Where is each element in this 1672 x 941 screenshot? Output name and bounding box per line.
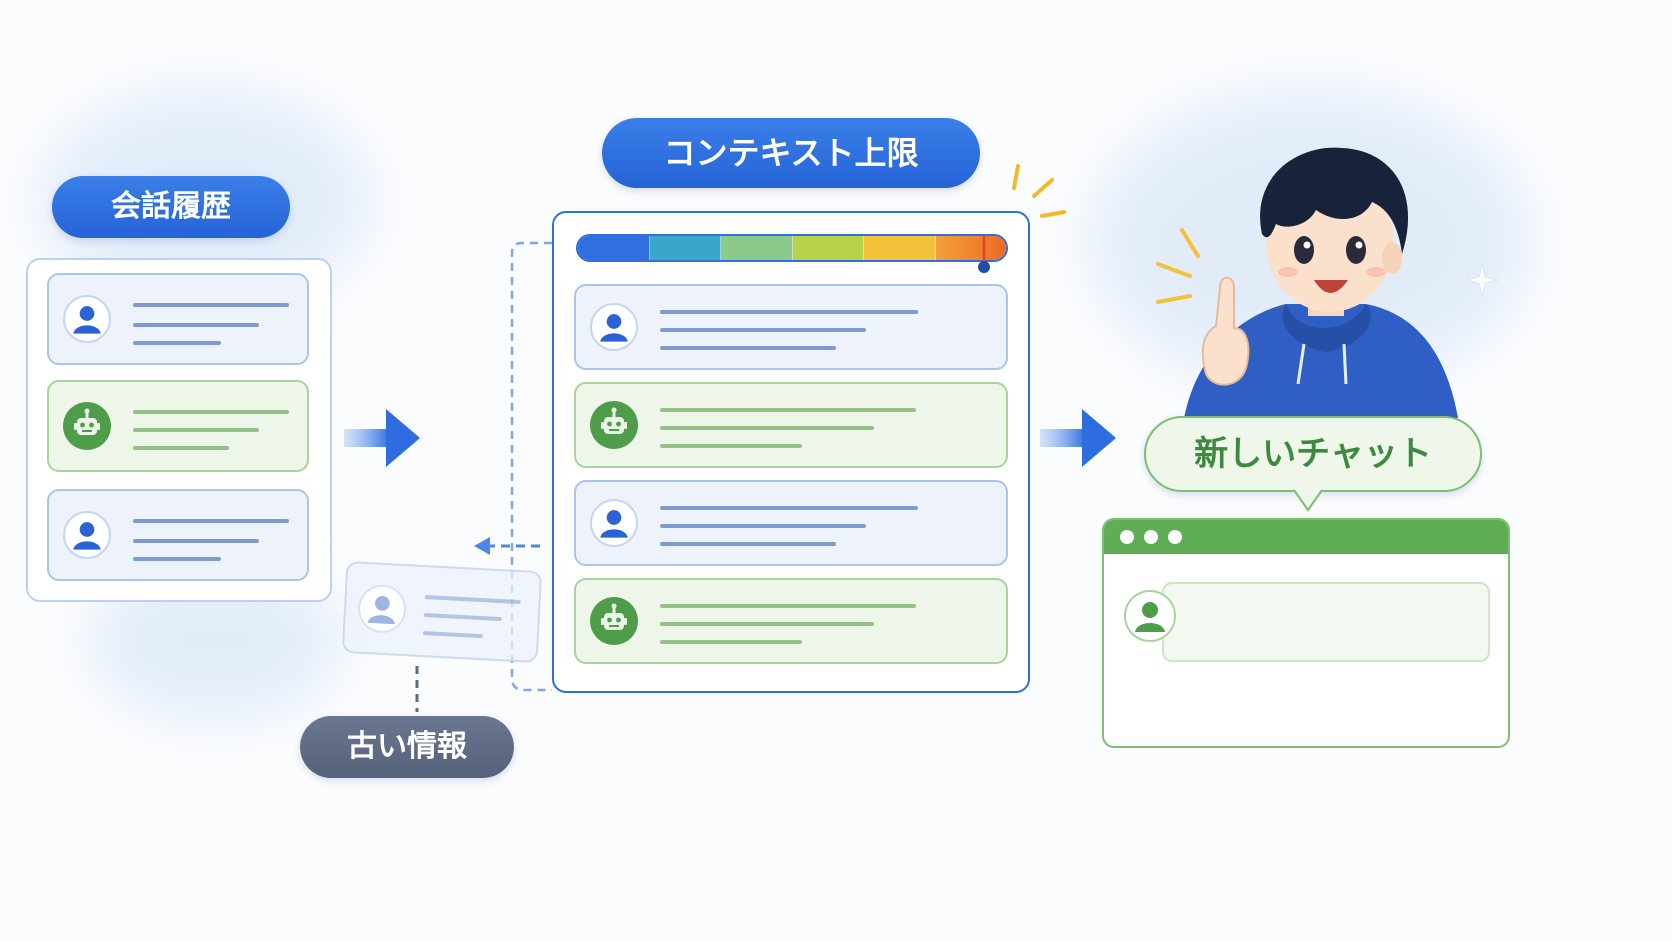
dashed-connector xyxy=(415,666,419,712)
context-card-user-2 xyxy=(574,480,1008,566)
new-chat-label: 新しいチャット xyxy=(1194,434,1432,474)
arrow-right-icon xyxy=(344,409,420,467)
message-line xyxy=(133,341,221,345)
message-line xyxy=(660,506,918,510)
message-line xyxy=(660,640,802,644)
sparkle-icon xyxy=(1465,263,1499,297)
message-line xyxy=(660,524,866,528)
message-line xyxy=(423,613,502,622)
message-line xyxy=(133,303,289,307)
message-line xyxy=(133,557,221,561)
window-titlebar xyxy=(1104,520,1508,554)
message-line xyxy=(133,428,259,432)
robot-avatar-icon xyxy=(590,401,638,449)
message-line xyxy=(133,519,289,523)
robot-avatar-icon xyxy=(63,402,111,450)
history-title-pill: 会話履歴 xyxy=(52,176,290,238)
history-title: 会話履歴 xyxy=(111,189,231,224)
context-meter xyxy=(576,234,1008,262)
message-line xyxy=(660,604,916,608)
arrow-right-icon xyxy=(1040,409,1116,467)
old-info-label: 古い情報 xyxy=(347,729,467,764)
meter-segment xyxy=(864,236,936,260)
speech-bubble-tail xyxy=(1293,488,1323,512)
user-avatar-icon xyxy=(1124,590,1176,642)
attention-lines-icon xyxy=(1012,164,1066,218)
meter-segment xyxy=(578,236,650,260)
window-dot-icon xyxy=(1168,530,1182,544)
context-limit-title: コンテキスト上限 xyxy=(663,134,919,172)
message-line xyxy=(660,328,866,332)
context-limit-title-pill: コンテキスト上限 xyxy=(602,118,980,188)
user-avatar-icon xyxy=(356,583,408,635)
attention-lines-icon xyxy=(1156,228,1200,304)
message-line xyxy=(660,346,836,350)
meter-segment xyxy=(935,236,1006,260)
history-card-bot xyxy=(47,380,309,472)
history-card-user-1 xyxy=(47,273,309,365)
meter-segment xyxy=(721,236,793,260)
user-avatar-icon xyxy=(63,511,111,559)
message-line xyxy=(424,595,521,605)
meter-segment xyxy=(649,236,721,260)
user-avatar-icon xyxy=(63,295,111,343)
message-line xyxy=(133,446,229,450)
old-info-pill: 古い情報 xyxy=(300,716,514,778)
context-card-user-1 xyxy=(574,284,1008,370)
new-chat-window xyxy=(1102,518,1510,748)
meter-limit-marker xyxy=(978,236,990,273)
message-line xyxy=(133,539,259,543)
context-card-bot-1 xyxy=(574,382,1008,468)
user-avatar-icon xyxy=(590,499,638,547)
message-line xyxy=(660,542,836,546)
message-line xyxy=(422,631,483,639)
user-avatar-icon xyxy=(590,303,638,351)
message-line xyxy=(660,426,874,430)
window-dot-icon xyxy=(1144,530,1158,544)
message-line xyxy=(660,408,916,412)
empty-message-box xyxy=(1162,582,1490,662)
dashed-eviction-path xyxy=(474,241,552,692)
new-chat-speech-bubble: 新しいチャット xyxy=(1144,416,1482,492)
window-dot-icon xyxy=(1120,530,1134,544)
message-line xyxy=(660,444,802,448)
meter-segment xyxy=(792,236,864,260)
robot-avatar-icon xyxy=(590,597,638,645)
message-line xyxy=(133,323,259,327)
evicted-old-card xyxy=(341,560,543,664)
boy-character-illustration xyxy=(1184,147,1458,418)
history-card-user-2 xyxy=(47,489,309,581)
message-line xyxy=(133,410,289,414)
context-card-bot-2 xyxy=(574,578,1008,664)
message-line xyxy=(660,622,874,626)
message-line xyxy=(660,310,918,314)
